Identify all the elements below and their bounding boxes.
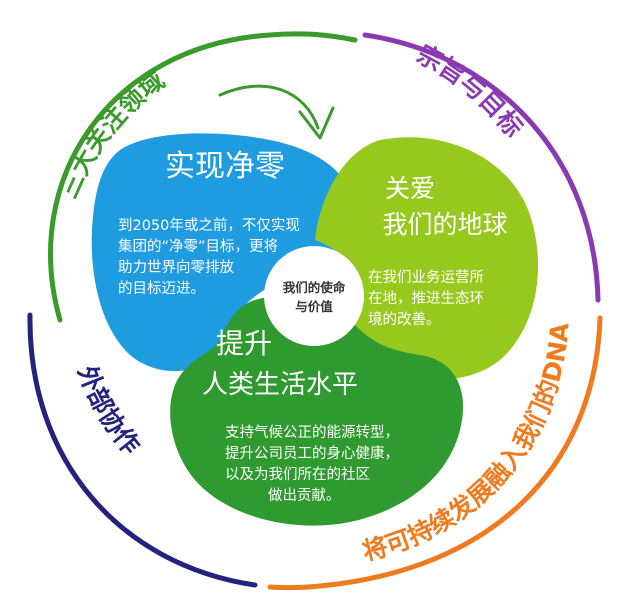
svg-text:以及为我们所在的社区: 以及为我们所在的社区 [225,466,370,483]
ring-arc-orange [267,315,603,591]
net-zero-description: 到2050年或之前，不仅实现 集团的“净零”目标，更将 助力世界向零排放 的目标… [118,217,300,297]
ring-label-mission-goals: 宗旨与目标 [412,39,528,142]
svg-text:集团的“净零”目标，更将: 集团的“净零”目标，更将 [118,238,278,255]
svg-text:助力世界向零排放: 助力世界向零排放 [118,259,234,276]
svg-text:做出贡献。: 做出贡献。 [268,487,341,504]
cycle-arrow-head [298,106,335,140]
petal-living [170,296,464,526]
svg-text:的目标迈进。: 的目标迈进。 [118,280,205,297]
living-title-line2: 人类生活水平 [202,370,358,400]
living-title-line1: 提升 [216,327,272,360]
svg-text:提升公司员工的身心健康，: 提升公司员工的身心健康， [225,445,399,462]
petal-net-zero [91,133,356,372]
svg-text:到2050年或之前，不仅实现: 到2050年或之前，不仅实现 [118,217,300,234]
ring-arc-navy [27,312,258,588]
net-zero-title: 实现净零 [165,149,285,184]
ring-arc-purple [362,32,601,303]
ring-arc-green [48,31,358,323]
ring-label-external-collab: 外部协作 [72,362,146,460]
living-description: 支持气候公正的能源转型， 提升公司员工的身心健康， 以及为我们所在的社区 做出贡… [225,424,399,504]
cycle-arrow [218,84,320,130]
petal-planet [315,137,539,381]
svg-text:境的改善。: 境的改善。 [368,310,441,328]
center-label-line2: 与价值 [295,299,333,314]
planet-title-line1: 关爱 [385,174,435,203]
center-label-line1: 我们的使命 [283,280,346,295]
planet-description: 在我们业务运营所 在地，推进生态环 境的改善。 [368,269,484,328]
svg-text:支持气候公正的能源转型，: 支持气候公正的能源转型， [225,424,399,441]
svg-text:在地，推进生态环: 在地，推进生态环 [368,290,484,307]
svg-text:在我们业务运营所: 在我们业务运营所 [368,269,484,286]
planet-title-line2: 我们的地球 [382,210,507,239]
center-disc [264,246,364,346]
